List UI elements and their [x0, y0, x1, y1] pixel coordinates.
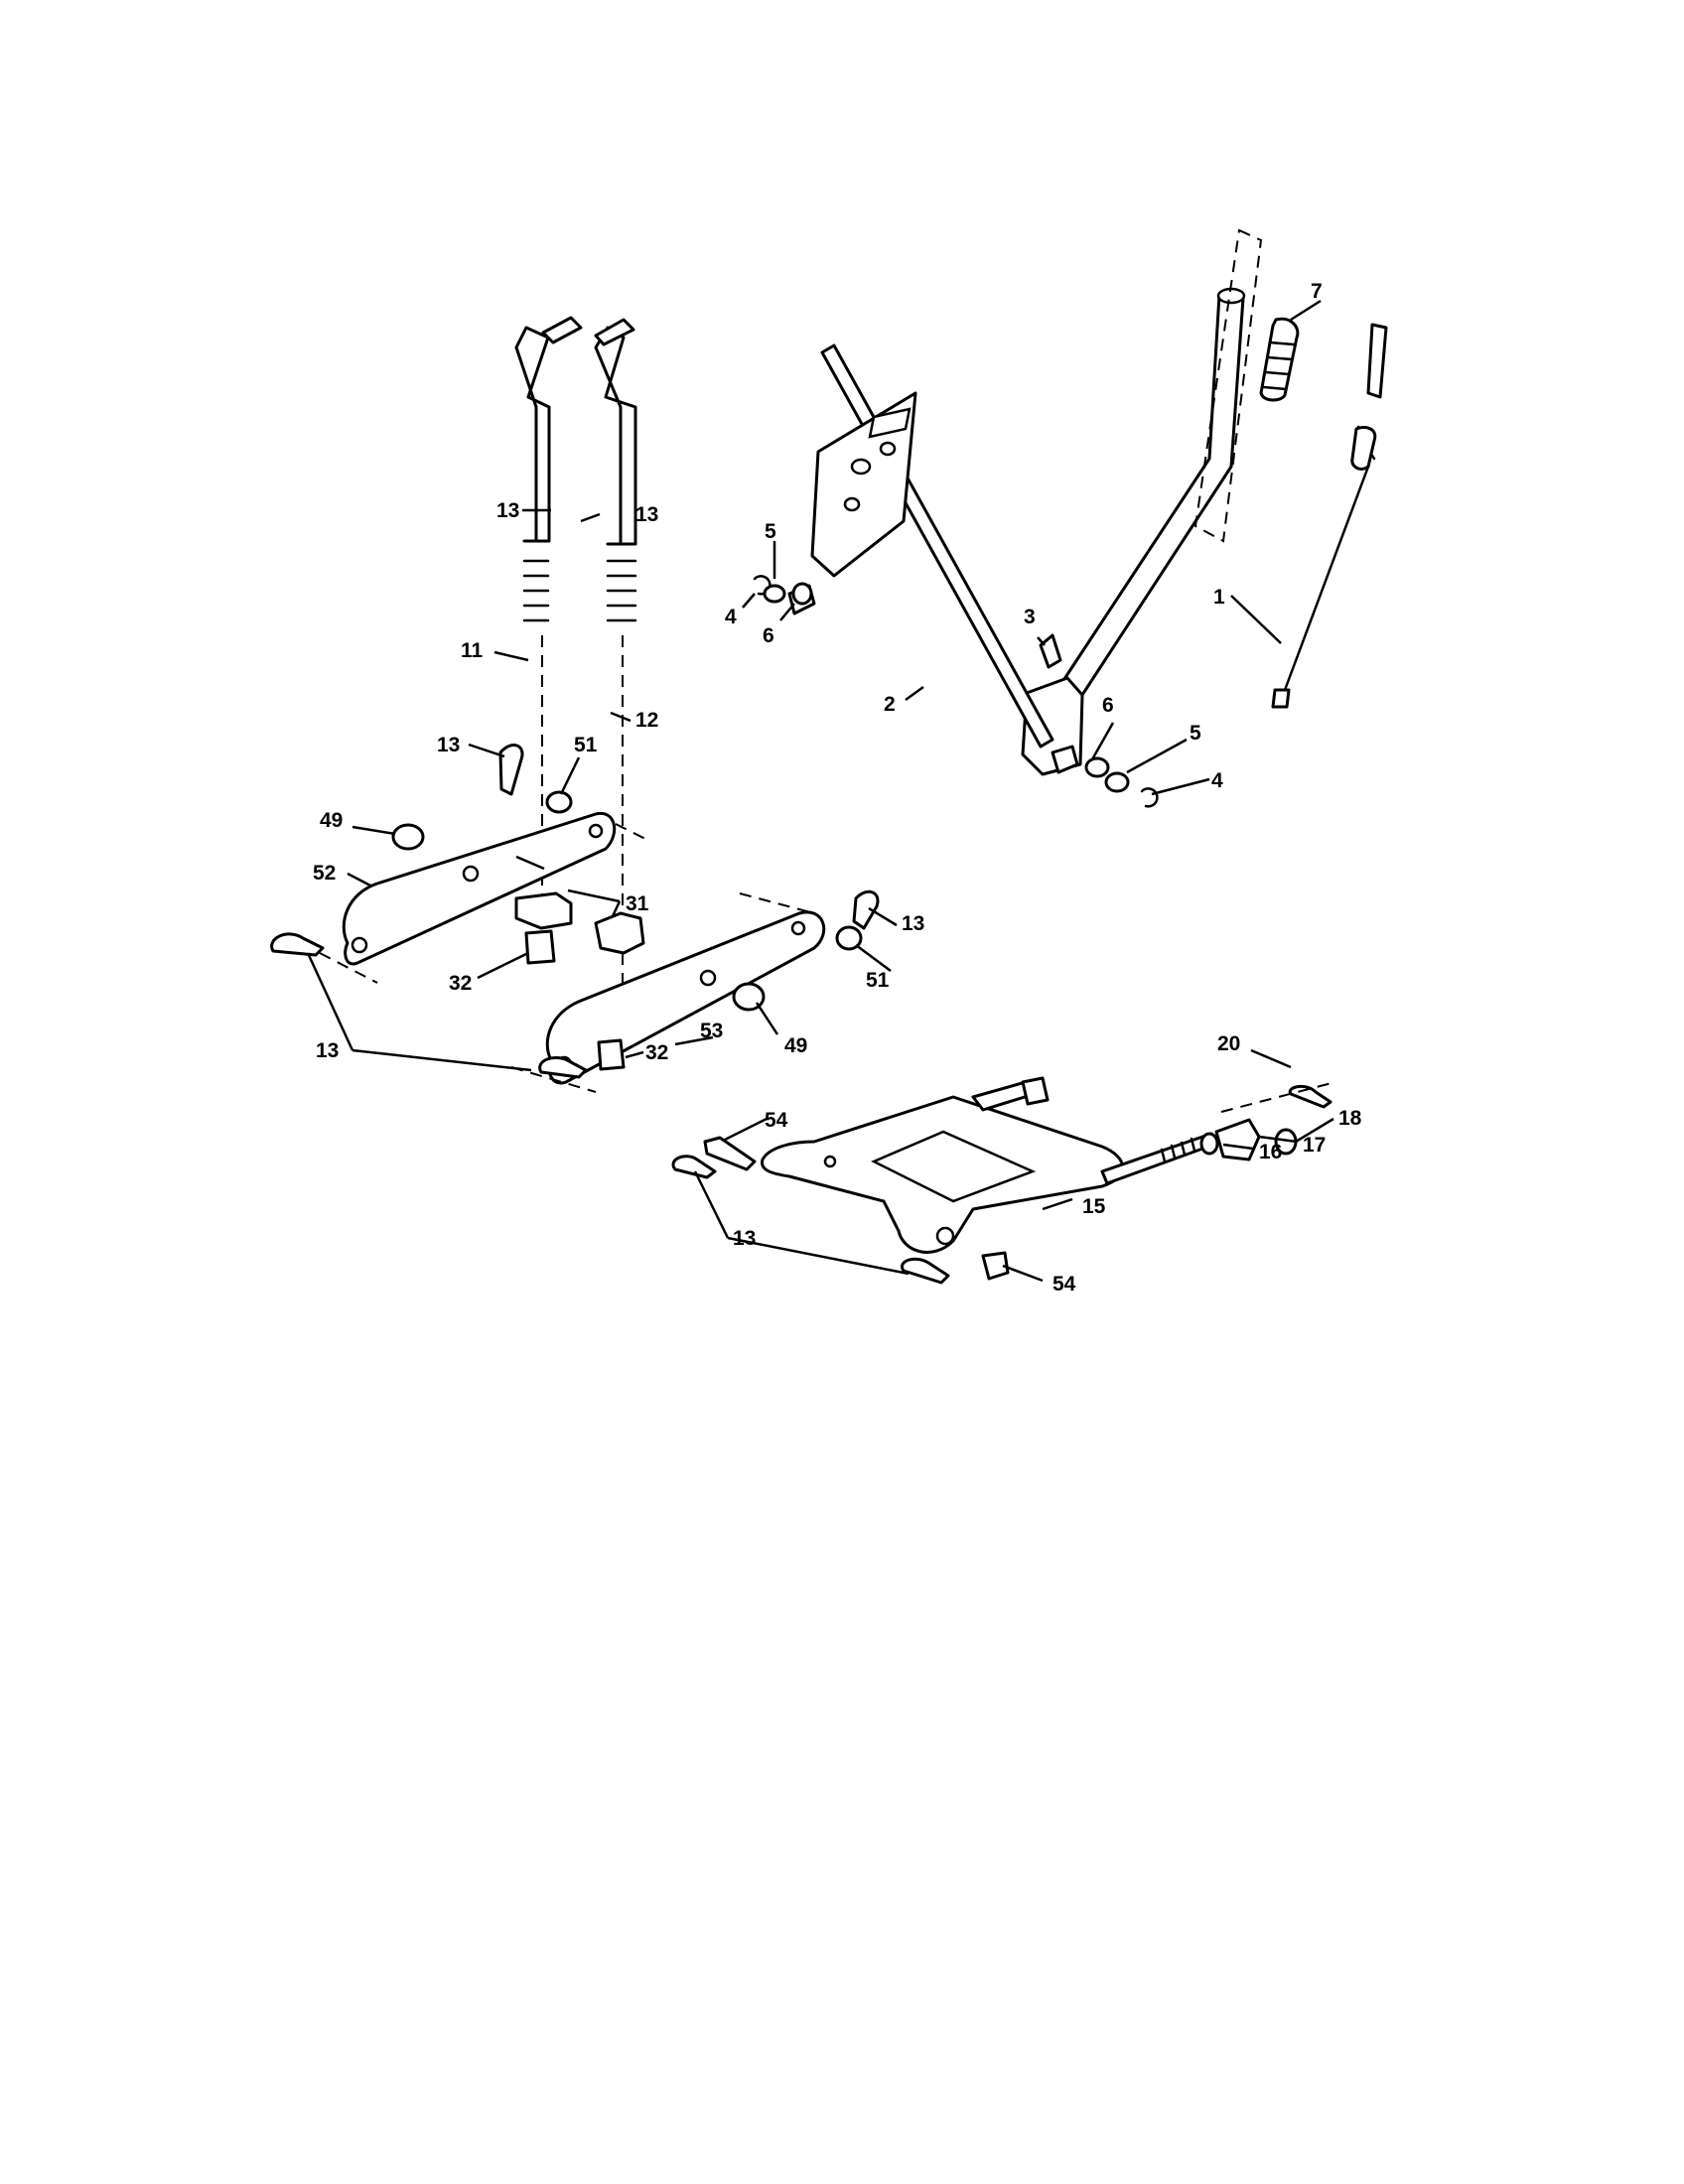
callout-7: 7	[1311, 280, 1323, 303]
callout-4-right: 4	[1211, 769, 1223, 792]
callout-18: 18	[1338, 1107, 1362, 1130]
callout-11: 11	[461, 639, 484, 662]
nut-32-lower	[597, 1038, 626, 1071]
hanger-bracket-53	[545, 910, 826, 1085]
lift-lever	[1058, 293, 1245, 697]
callout-labels: 1 2 3 4 4 5 5 6 6 7 11 12 13 13 13 13 13…	[313, 280, 1362, 1296]
callout-4-left: 4	[725, 606, 737, 628]
handle-grip-outline	[1193, 228, 1263, 543]
callout-53: 53	[700, 1020, 723, 1042]
ferrule-31-right	[594, 911, 645, 955]
callout-6-left: 6	[763, 624, 774, 647]
bushing-49-upper	[391, 823, 425, 851]
washer-51-upper	[545, 790, 573, 814]
callout-54-lower: 54	[1052, 1273, 1076, 1296]
lift-lever-assembly	[753, 228, 1388, 808]
callout-31: 31	[626, 892, 649, 915]
callout-6-right: 6	[1102, 694, 1114, 717]
washer-51-lower	[835, 925, 863, 951]
callout-12: 12	[635, 709, 658, 732]
callout-17: 17	[1303, 1134, 1326, 1157]
callout-13-bottom: 13	[733, 1227, 756, 1250]
clevis-17	[1214, 1118, 1261, 1161]
roll-pin	[1039, 633, 1062, 669]
callout-32-upper: 32	[449, 972, 472, 995]
callout-51-lower: 51	[866, 969, 890, 992]
callout-49-lower: 49	[784, 1034, 807, 1057]
callout-16: 16	[1259, 1141, 1282, 1163]
callout-3: 3	[1024, 606, 1036, 628]
callout-2: 2	[884, 693, 896, 716]
nut-32-upper	[524, 929, 556, 965]
lift-link-12	[594, 326, 637, 546]
shoulder-bolt-54-lower	[981, 1251, 1010, 1281]
adjustment-rod	[1366, 323, 1388, 399]
shoulder-bolt-54-upper	[703, 1136, 757, 1171]
callout-13-top-left: 13	[496, 499, 519, 522]
callout-13-mid-right: 13	[902, 912, 924, 935]
callout-52: 52	[313, 862, 336, 885]
callout-13-top-right: 13	[635, 503, 658, 526]
callout-13-mid-left: 13	[437, 734, 460, 756]
bushing-right	[1051, 745, 1079, 774]
hanger-brackets	[270, 744, 880, 1093]
callout-54-upper: 54	[765, 1109, 788, 1132]
callout-15: 15	[1082, 1195, 1106, 1218]
callout-49-upper: 49	[320, 809, 343, 832]
callout-32-lower: 32	[645, 1041, 668, 1064]
mounting-plate	[810, 391, 917, 578]
callout-20: 20	[1217, 1032, 1240, 1055]
callout-51-upper: 51	[574, 734, 598, 756]
hairpin-20	[1288, 1084, 1333, 1109]
lift-link-11	[514, 326, 551, 543]
hanger-bracket-52	[342, 811, 617, 966]
front-lift-plate	[671, 1076, 1336, 1285]
ferrule-31-left	[514, 891, 573, 930]
jam-nut-16	[1199, 1132, 1219, 1156]
e-ring-right	[1140, 787, 1159, 808]
callout-5-right: 5	[1190, 722, 1201, 745]
callout-1: 1	[1213, 586, 1225, 609]
washer-left	[763, 584, 786, 604]
callout-13-lower-left: 13	[316, 1039, 339, 1062]
callout-5-left: 5	[765, 520, 776, 543]
washer-right	[1084, 756, 1110, 778]
leader-lines	[306, 299, 1334, 1283]
